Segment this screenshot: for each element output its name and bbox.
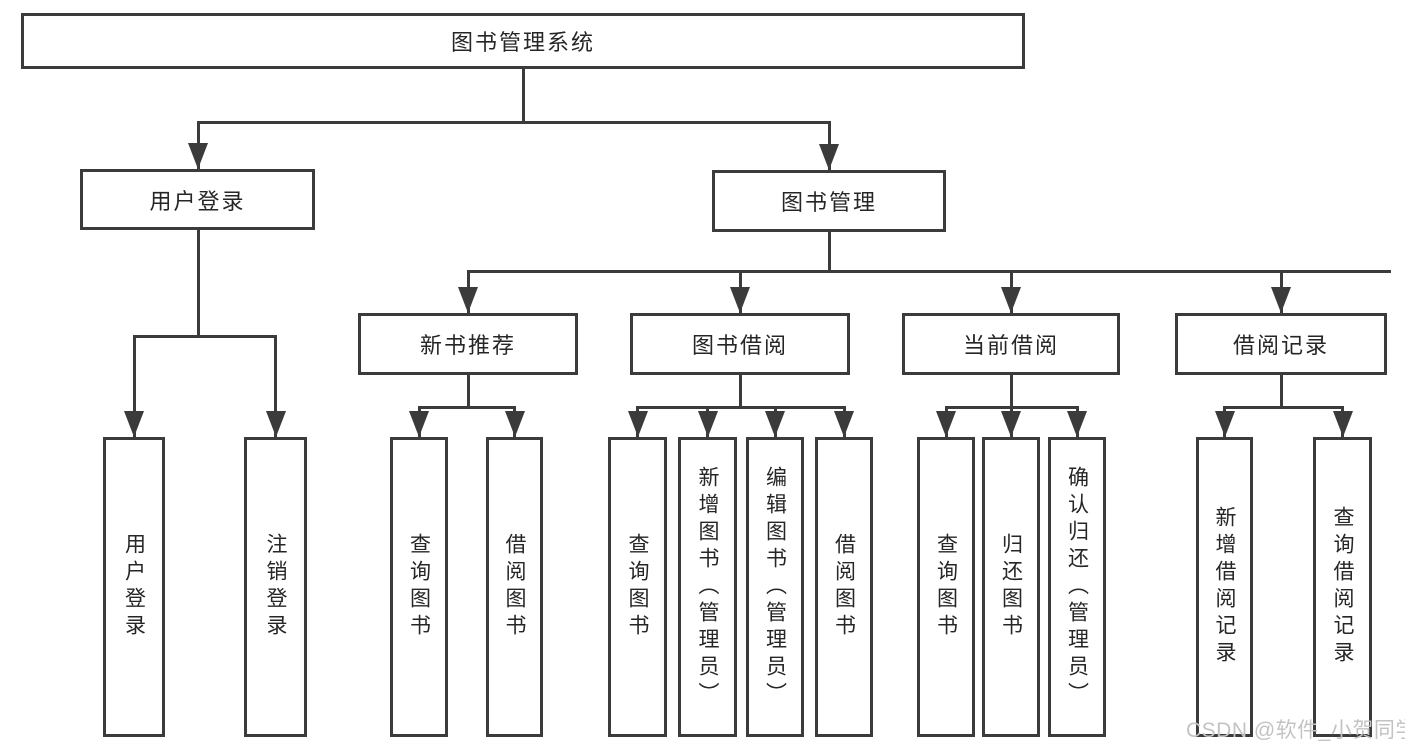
arrow-down-icon [188, 143, 208, 169]
node-label: 图书管理 [780, 190, 877, 215]
connector-line-v [132, 336, 136, 437]
arrow-down-icon [409, 411, 429, 437]
node-label: 新增图书（管理员） [696, 465, 719, 709]
connector-line-v [196, 230, 200, 337]
node-label: 归还图书 [999, 533, 1023, 641]
node-label: 借阅图书 [503, 533, 526, 641]
leaf-borrow-books-recommend: 借阅图书 [486, 437, 543, 737]
node-label: 借阅记录 [1232, 333, 1329, 358]
arrow-down-icon [627, 411, 648, 437]
leaf-query-borrow-record: 查询借阅记录 [1313, 437, 1372, 737]
connector-line-h [636, 405, 846, 409]
leaf-edit-book-admin: 编辑图书（管理员） [746, 437, 804, 737]
node-new-book-recommendation: 新书推荐 [358, 313, 578, 375]
node-label: 查询图书 [934, 533, 958, 641]
connector-line-v [827, 232, 831, 273]
arrow-down-icon [765, 411, 785, 437]
node-label: 新书推荐 [419, 333, 516, 358]
arrow-down-icon [1271, 287, 1291, 313]
arrow-down-icon [458, 287, 478, 313]
arrow-down-icon [265, 411, 286, 437]
node-label: 图书管理系统 [450, 30, 595, 55]
connector-line-h [132, 334, 277, 338]
arrow-down-icon [1067, 411, 1087, 437]
node-user-login: 用户登录 [80, 169, 315, 230]
leaf-confirm-return-admin: 确认归还（管理员） [1048, 437, 1106, 737]
connector-line-h [417, 405, 516, 409]
watermark: CSDN @软件_小贺同学 [1186, 719, 1405, 742]
leaf-query-books-current: 查询图书 [917, 437, 975, 737]
leaf-return-books: 归还图书 [982, 437, 1040, 737]
arrow-down-icon [504, 411, 525, 437]
node-label: 查询借阅记录 [1331, 506, 1354, 668]
node-book-management: 图书管理 [712, 170, 946, 232]
node-book-borrowing: 图书借阅 [630, 313, 850, 375]
arrow-down-icon [730, 287, 750, 313]
connector-line-v [738, 375, 742, 409]
leaf-logout: 注销登录 [244, 437, 307, 737]
leaf-add-borrow-record: 新增借阅记录 [1196, 437, 1253, 737]
leaf-add-book-admin: 新增图书（管理员） [678, 437, 737, 737]
node-label: 编辑图书（管理员） [763, 465, 787, 709]
arrow-down-icon [1001, 411, 1021, 437]
node-label: 注销登录 [264, 533, 287, 641]
leaf-query-books-borrowing: 查询图书 [608, 437, 667, 737]
node-label: 借阅图书 [832, 533, 856, 641]
node-label: 当前借阅 [962, 333, 1059, 358]
node-label: 图书借阅 [691, 333, 788, 358]
node-borrowing-records: 借阅记录 [1175, 313, 1387, 375]
connector-line-v [274, 336, 277, 437]
arrow-down-icon [936, 411, 956, 437]
connector-line-h [1223, 405, 1344, 409]
arrow-down-icon [1332, 411, 1353, 437]
connector-line-v [1279, 375, 1283, 409]
node-label: 新增借阅记录 [1213, 506, 1236, 668]
connector-line-h [466, 270, 1391, 273]
arrow-down-icon [819, 144, 839, 170]
leaf-user-login: 用户登录 [103, 437, 165, 737]
leaf-borrow-books-borrowing: 借阅图书 [815, 437, 873, 737]
node-label: 用户登录 [122, 533, 146, 641]
node-label: 查询图书 [407, 533, 431, 641]
node-current-borrowing: 当前借阅 [902, 313, 1120, 375]
node-label: 查询图书 [626, 533, 649, 641]
node-label: 用户登录 [149, 188, 246, 214]
connector-line-h [196, 120, 831, 124]
arrow-down-icon [1001, 287, 1021, 313]
connector-line-v [1009, 375, 1013, 409]
connector-line-v [521, 69, 525, 122]
arrow-down-icon [124, 411, 144, 437]
node-library-system: 图书管理系统 [21, 13, 1025, 69]
node-label: 确认归还（管理员） [1065, 465, 1089, 709]
arrow-down-icon [1214, 411, 1235, 437]
connector-line-v [466, 375, 470, 409]
arrow-down-icon [697, 411, 718, 437]
leaf-query-books-recommend: 查询图书 [390, 437, 448, 737]
arrow-down-icon [834, 411, 854, 437]
